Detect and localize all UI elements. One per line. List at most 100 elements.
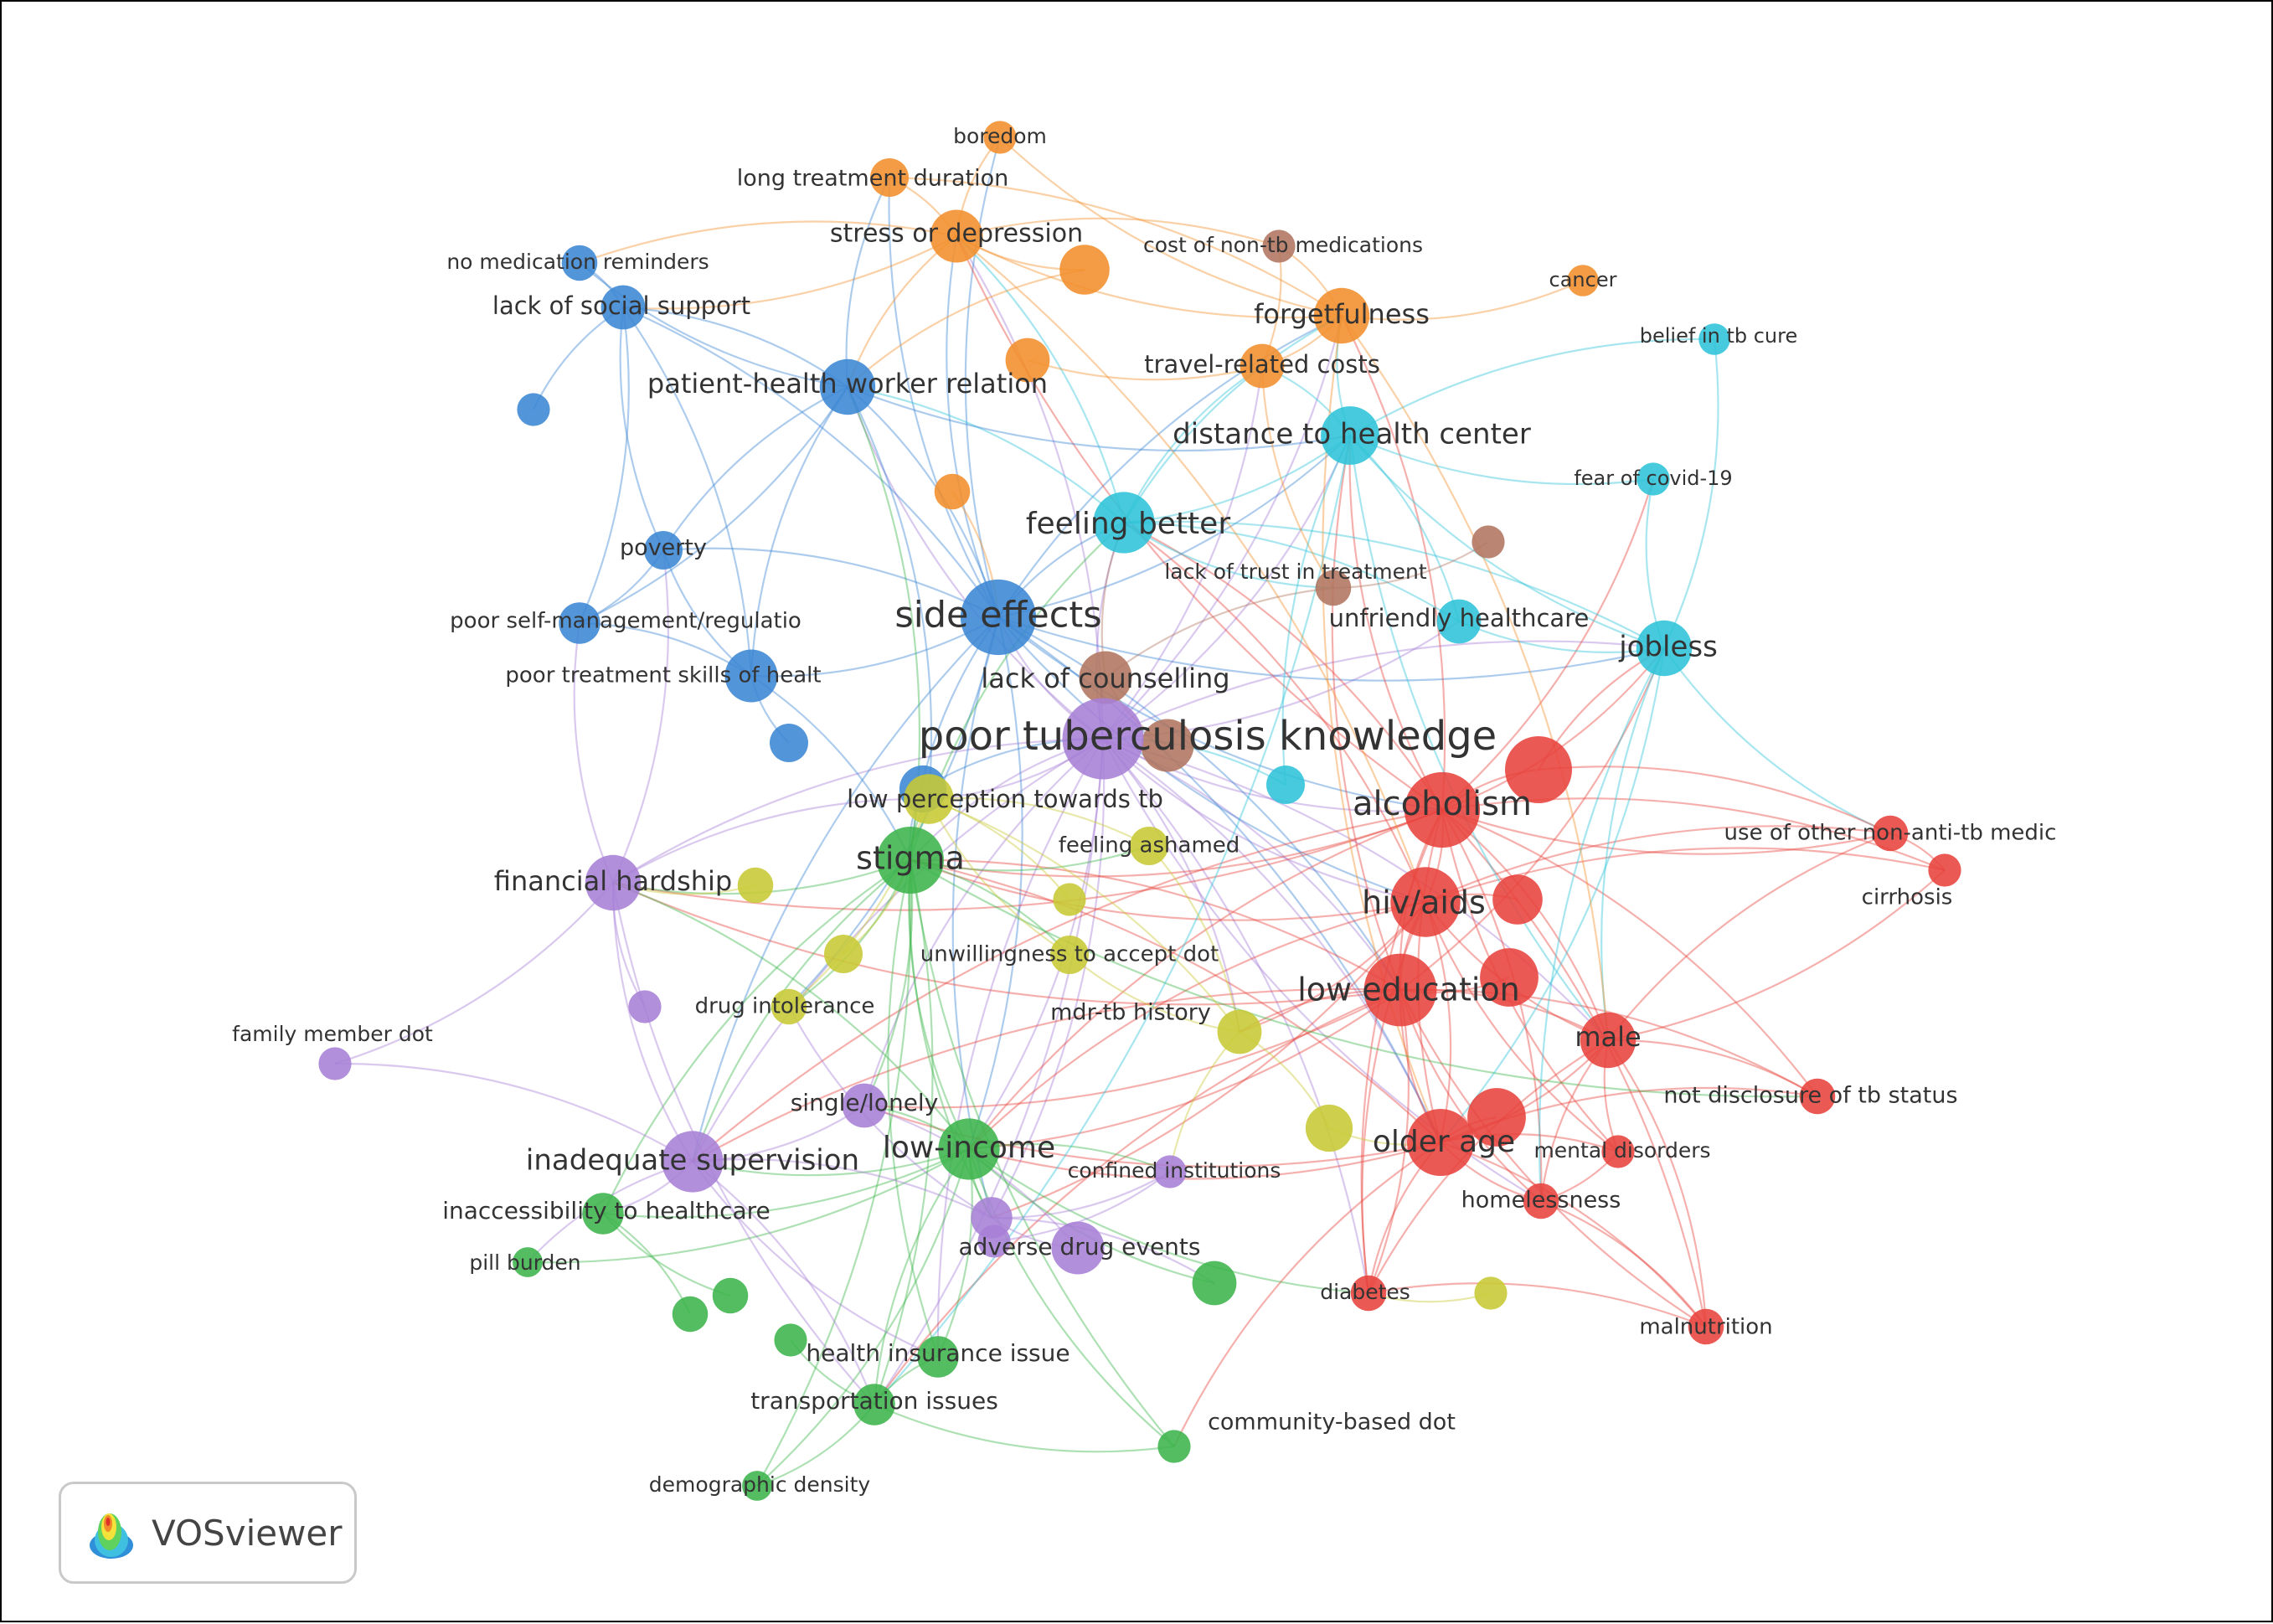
node-community-dot[interactable] — [1157, 1430, 1191, 1463]
label-adverse-drug[interactable]: adverse drug events — [959, 1233, 1201, 1261]
label-stress[interactable]: stress or depression — [830, 219, 1083, 249]
label-mdr-history[interactable]: mdr-tb history — [1050, 1000, 1211, 1026]
label-stigma[interactable]: stigma — [856, 840, 965, 877]
label-older-age[interactable]: older age — [1373, 1125, 1515, 1159]
node-adverse-drug[interactable] — [971, 1197, 1013, 1239]
node-u-red3[interactable] — [1480, 948, 1539, 1007]
node-pill-burden[interactable] — [513, 1247, 543, 1277]
node-poor-treatment-skills[interactable] — [724, 649, 778, 703]
node-u-blue1[interactable] — [517, 393, 550, 426]
node-u-yellow2[interactable] — [737, 867, 774, 904]
label-forgetfulness[interactable]: forgetfulness — [1254, 298, 1430, 330]
node-forgetfulness[interactable] — [1313, 287, 1370, 344]
node-transportation[interactable] — [853, 1384, 895, 1426]
node-no-med-reminders[interactable] — [561, 245, 598, 281]
node-stigma[interactable] — [877, 827, 944, 894]
label-confined-institutions[interactable]: confined institutions — [1068, 1158, 1281, 1183]
node-long-treatment[interactable] — [870, 158, 909, 197]
node-belief-tb-cure[interactable] — [1698, 323, 1730, 355]
node-cirrhosis[interactable] — [1928, 853, 1961, 887]
node-u-yellow3[interactable] — [1053, 883, 1086, 916]
label-side-effects[interactable]: side effects — [894, 595, 1101, 637]
node-u-green1[interactable] — [1192, 1261, 1237, 1306]
node-older-age[interactable] — [1407, 1109, 1474, 1176]
node-cancer[interactable] — [1567, 265, 1599, 296]
label-health-insurance[interactable]: health insurance issue — [806, 1339, 1069, 1367]
node-confined-institutions[interactable] — [1153, 1155, 1187, 1188]
node-u-purple1[interactable] — [1051, 1221, 1105, 1275]
label-belief-tb-cure[interactable]: belief in tb cure — [1640, 324, 1797, 348]
node-use-other-non-anti-tb[interactable] — [1872, 815, 1909, 852]
node-male[interactable] — [1580, 1012, 1636, 1069]
label-travel-costs[interactable]: travel-related costs — [1144, 350, 1380, 379]
node-boredom[interactable] — [983, 121, 1017, 154]
node-u-orange1[interactable] — [1059, 245, 1110, 295]
node-diabetes[interactable] — [1350, 1275, 1387, 1312]
label-malnutrition[interactable]: malnutrition — [1639, 1315, 1772, 1340]
label-poor-self-mgmt[interactable]: poor self-management/regulatio — [450, 609, 801, 634]
label-low-income[interactable]: low-income — [883, 1131, 1055, 1165]
node-hiv-aids[interactable] — [1390, 867, 1461, 937]
label-feeling-better[interactable]: feeling better — [1026, 507, 1230, 541]
node-u-green4[interactable] — [774, 1323, 807, 1357]
label-financial-hardship[interactable]: financial hardship — [494, 865, 732, 897]
node-lack-trust[interactable] — [1315, 570, 1352, 606]
node-single-lonely[interactable] — [842, 1083, 887, 1128]
node-u-red2[interactable] — [1492, 874, 1543, 925]
node-low-education[interactable] — [1363, 953, 1437, 1027]
node-alcoholism[interactable] — [1404, 771, 1481, 848]
node-u-purple2[interactable] — [628, 990, 662, 1023]
node-feeling-ashamed[interactable] — [1130, 827, 1168, 865]
label-inaccessibility[interactable]: inaccessibility to healthcare — [442, 1197, 771, 1224]
node-stress[interactable] — [930, 209, 983, 263]
node-u-red4[interactable] — [1467, 1088, 1526, 1147]
node-lack-social-support[interactable] — [600, 285, 646, 330]
label-unfriendly-healthcare[interactable]: unfriendly healthcare — [1329, 604, 1590, 632]
node-u-yellow5[interactable] — [824, 935, 863, 973]
label-single-lonely[interactable]: single/lonely — [791, 1089, 939, 1116]
label-not-disclosure[interactable]: not disclosure of tb status — [1663, 1083, 1957, 1109]
label-transportation[interactable]: transportation issues — [750, 1387, 998, 1415]
node-homelessness[interactable] — [1523, 1183, 1559, 1219]
label-feeling-ashamed[interactable]: feeling ashamed — [1059, 833, 1240, 858]
label-community-dot[interactable]: community-based dot — [1208, 1410, 1456, 1436]
label-alcoholism[interactable]: alcoholism — [1353, 785, 1532, 823]
label-lack-trust[interactable]: lack of trust in treatment — [1164, 559, 1427, 584]
node-u-yellow4[interactable] — [1474, 1276, 1508, 1310]
node-not-disclosure[interactable] — [1799, 1078, 1836, 1115]
node-financial-hardship[interactable] — [585, 854, 642, 911]
node-poor-tb-knowledge[interactable] — [1062, 698, 1144, 780]
label-lack-counselling[interactable]: lack of counselling — [981, 662, 1229, 694]
label-phw-relation[interactable]: patient-health worker relation — [647, 368, 1048, 400]
label-inadequate-supervision[interactable]: inadequate supervision — [526, 1144, 859, 1178]
label-fear-covid[interactable]: fear of covid-19 — [1574, 467, 1732, 490]
node-drug-intolerance[interactable] — [771, 988, 807, 1025]
label-use-other-non-anti-tb[interactable]: use of other non-anti-tb medic — [1724, 821, 2057, 846]
label-poor-tb-knowledge[interactable]: poor tuberculosis knowledge — [919, 713, 1497, 760]
label-hiv-aids[interactable]: hiv/aids — [1362, 884, 1486, 921]
node-low-income[interactable] — [938, 1118, 1000, 1180]
node-u-blue2[interactable] — [770, 724, 808, 762]
node-u-brown2[interactable] — [1472, 525, 1505, 559]
node-u-yellow1[interactable] — [1305, 1104, 1353, 1152]
node-poor-self-mgmt[interactable] — [559, 602, 600, 644]
label-jobless[interactable]: jobless — [1618, 631, 1718, 664]
node-low-perception[interactable] — [904, 774, 954, 824]
node-u-green2[interactable] — [672, 1296, 709, 1333]
label-no-med-reminders[interactable]: no medication reminders — [446, 250, 709, 274]
node-u-orange2[interactable] — [1005, 338, 1050, 383]
label-demographic-density[interactable]: demographic density — [649, 1472, 871, 1497]
label-cost-non-tb[interactable]: cost of non-tb medications — [1143, 233, 1423, 257]
node-unfriendly-healthcare[interactable] — [1436, 599, 1482, 644]
node-family-member-dot[interactable] — [318, 1047, 352, 1080]
node-fear-covid[interactable] — [1636, 462, 1670, 496]
vosviewer-badge[interactable]: VOSviewer — [59, 1482, 357, 1584]
label-poor-treatment-skills[interactable]: poor treatment skills of healt — [505, 663, 821, 688]
node-lack-counselling[interactable] — [1079, 651, 1132, 704]
node-malnutrition[interactable] — [1688, 1308, 1724, 1345]
label-poverty[interactable]: poverty — [620, 535, 707, 561]
label-unwillingness-dot[interactable]: unwillingness to accept dot — [920, 942, 1219, 967]
node-feeling-better[interactable] — [1093, 492, 1155, 554]
node-inadequate-supervision[interactable] — [662, 1131, 724, 1193]
